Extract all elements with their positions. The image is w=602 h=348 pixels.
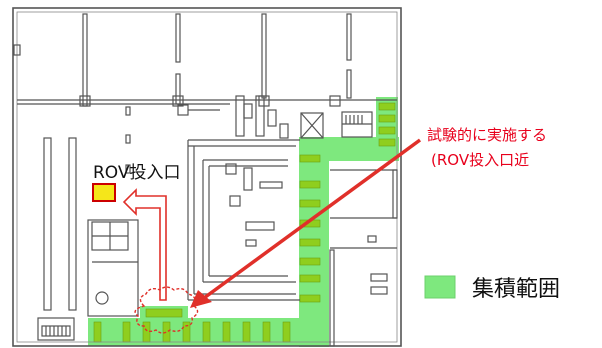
floor-plan-walls — [12, 7, 402, 347]
rov-entry-box — [92, 183, 116, 202]
accumulation-bars — [93, 102, 396, 343]
rov-path-arrow — [122, 188, 167, 301]
legend-swatch — [424, 275, 456, 299]
target-cloud — [134, 286, 199, 334]
legend-label: 集積範囲 — [472, 277, 560, 302]
rov-entry-label: ROV投入口 — [93, 163, 181, 183]
trial-note-line1: 試験的に実施する — [427, 126, 547, 144]
trial-note-line2: (ROV投入口近 — [431, 151, 529, 169]
trial-pointer-arrow — [190, 138, 422, 308]
